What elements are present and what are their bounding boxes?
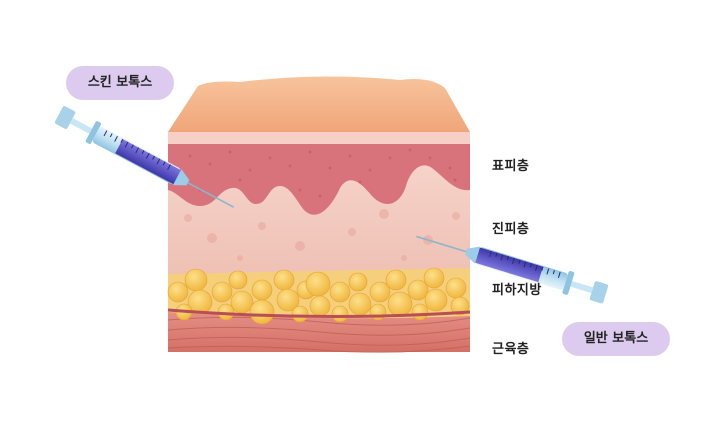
fat-cells: [167, 267, 470, 325]
regular-botox-label: 일반 보톡스: [562, 322, 670, 356]
subcutaneous-fat-label: 피하지방: [492, 283, 542, 298]
skin-surface-line: [168, 132, 470, 144]
skin-surface: [168, 76, 470, 132]
epidermis-label: 표피층: [492, 159, 530, 174]
dermis-label: 진피층: [492, 222, 530, 237]
epidermis-layer: [168, 144, 470, 215]
syringe-icon: [54, 106, 235, 208]
skin-botox-label: 스킨 보톡스: [66, 66, 174, 100]
fat-muscle-border: [167, 308, 471, 319]
muscle-label: 근육층: [492, 342, 530, 357]
syringe-icon: [416, 235, 609, 304]
epidermis-texture: [178, 148, 457, 198]
muscle-fibers: [167, 316, 471, 353]
